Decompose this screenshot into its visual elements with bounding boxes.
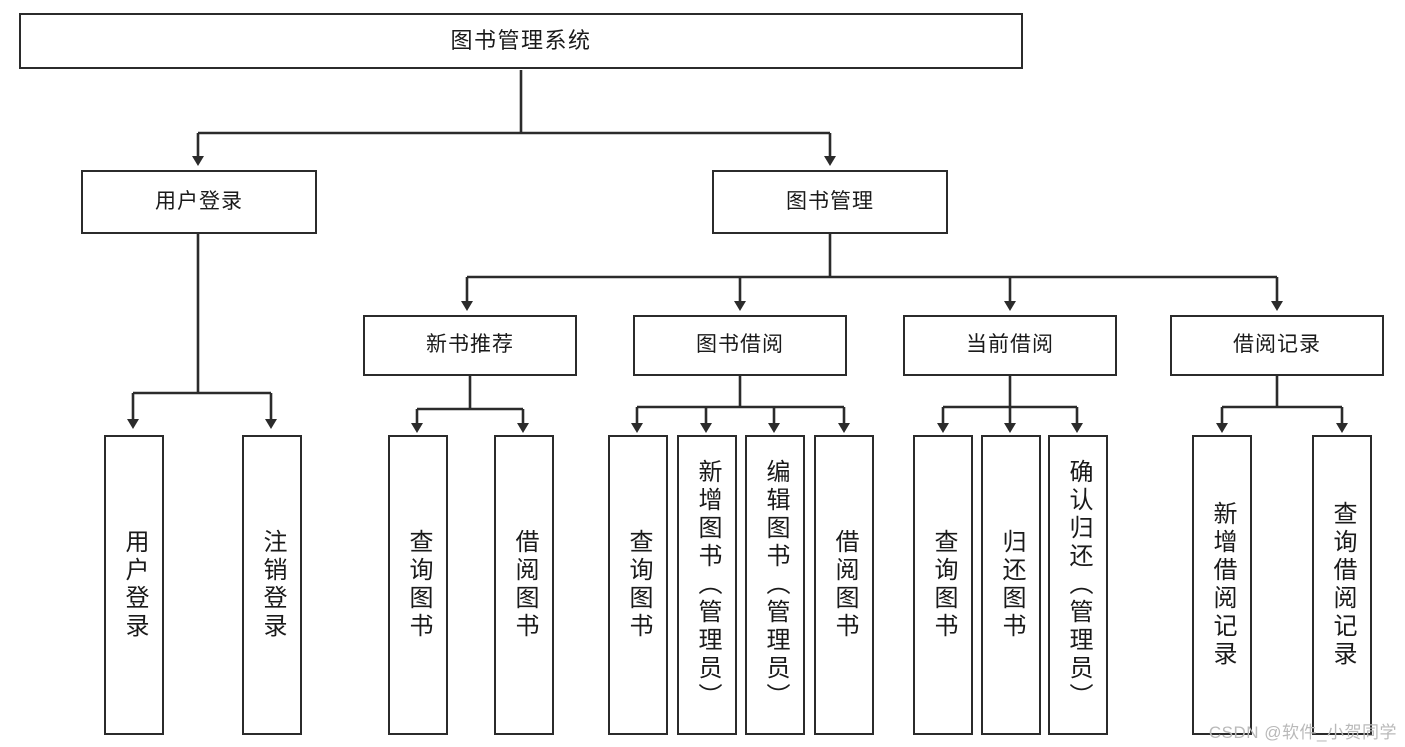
- node-new-book-recommend[interactable]: 新书推荐: [363, 315, 577, 376]
- leaf-query-book-current[interactable]: 查询图书: [913, 435, 973, 735]
- leaf-borrow-book[interactable]: 借阅图书: [814, 435, 874, 735]
- node-label: 新增借阅记录: [1209, 501, 1236, 669]
- node-label: 借阅记录: [1233, 333, 1321, 357]
- node-label: 归还图书: [998, 529, 1025, 641]
- node-root-system[interactable]: 图书管理系统: [19, 13, 1023, 69]
- node-label: 注销登录: [259, 529, 286, 641]
- node-label: 编辑图书（管理员）: [762, 459, 789, 711]
- leaf-query-book[interactable]: 查询图书: [608, 435, 668, 735]
- node-current-borrow[interactable]: 当前借阅: [903, 315, 1117, 376]
- node-book-borrow[interactable]: 图书借阅: [633, 315, 847, 376]
- node-book-management[interactable]: 图书管理: [712, 170, 948, 234]
- node-label: 查询图书: [930, 529, 957, 641]
- leaf-query-book-recommend[interactable]: 查询图书: [388, 435, 448, 735]
- node-label: 查询图书: [405, 529, 432, 641]
- watermark: CSDN @软件_小贺同学: [1208, 723, 1397, 742]
- leaf-return-book[interactable]: 归还图书: [981, 435, 1041, 735]
- node-label: 用户登录: [121, 529, 148, 641]
- leaf-edit-book-admin[interactable]: 编辑图书（管理员）: [745, 435, 805, 735]
- node-label: 查询图书: [625, 529, 652, 641]
- leaf-add-book-admin[interactable]: 新增图书（管理员）: [677, 435, 737, 735]
- node-label: 图书借阅: [696, 333, 784, 357]
- node-label: 查询借阅记录: [1329, 501, 1356, 669]
- node-user-login[interactable]: 用户登录: [81, 170, 317, 234]
- node-label: 借阅图书: [831, 529, 858, 641]
- node-label: 新书推荐: [426, 333, 514, 357]
- leaf-borrow-book-recommend[interactable]: 借阅图书: [494, 435, 554, 735]
- node-borrow-record[interactable]: 借阅记录: [1170, 315, 1384, 376]
- node-label: 借阅图书: [511, 529, 538, 641]
- node-label: 当前借阅: [966, 333, 1054, 357]
- leaf-logout[interactable]: 注销登录: [242, 435, 302, 735]
- leaf-user-login[interactable]: 用户登录: [104, 435, 164, 735]
- leaf-query-borrow-record[interactable]: 查询借阅记录: [1312, 435, 1372, 735]
- node-label: 新增图书（管理员）: [694, 459, 721, 711]
- node-label: 确认归还（管理员）: [1065, 459, 1092, 711]
- leaf-confirm-return-admin[interactable]: 确认归还（管理员）: [1048, 435, 1108, 735]
- leaf-add-borrow-record[interactable]: 新增借阅记录: [1192, 435, 1252, 735]
- node-label: 图书管理系统: [450, 28, 592, 54]
- node-label: 用户登录: [155, 189, 243, 213]
- node-label: 图书管理: [786, 189, 874, 213]
